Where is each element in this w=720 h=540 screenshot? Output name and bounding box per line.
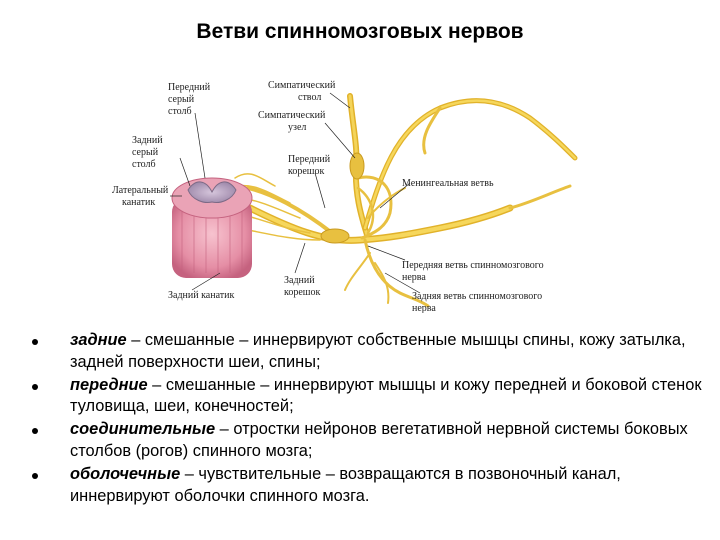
bullet-dot [32,472,38,479]
list-text: – отростки нейронов вегетативной нервной… [70,420,688,460]
list-term: задние [70,331,127,349]
bullet-dot [32,339,38,345]
list-item-posterior: задние – смешанные – иннервируют собстве… [28,330,708,374]
label-posterior-funiculus: Задний канатик [168,290,234,301]
list-text: – смешанные – иннервируют мышцы и кожу п… [70,375,702,416]
list-item-communicating: соединительные – отростки нейронов вегет… [28,419,708,463]
page-title: Ветви спинномозговых нервов [196,20,524,43]
label-posterior-root: Задний корешок [284,275,320,298]
list-item-anterior: передние – смешанные – иннервируют мышцы… [28,375,708,419]
bullet-dot [32,383,38,390]
bullet-dot [32,428,38,435]
list-text: – чувствительные – возвращаются в позвон… [70,464,621,505]
nerve-fibers [234,93,578,308]
label-meningeal-branch: Менингеальная ветвь [402,178,494,189]
list-term: оболочечные [70,464,181,483]
leader-lines [170,92,421,294]
label-sympathetic-trunk: Симпатический ствол [268,80,338,103]
list-text: – смешанные – иннервируют собственные мы… [70,331,686,371]
branch-list: задние – смешанные – иннервируют собстве… [28,330,708,508]
label-anterior-gray-column: Передний серый столб [168,82,213,117]
spinal-nerve-diagram: Передний серый столб Задний серый столб … [112,80,578,313]
label-posterior-gray-column: Задний серый столб [132,135,165,170]
label-posterior-branch: Задняя ветвь спинномозгового нерва [412,291,545,313]
list-term: соединительные [70,420,216,439]
sympathetic-ganglion [349,152,365,180]
spinal-cord [171,177,253,278]
list-term: передние [70,375,148,394]
list-item-meningeal: оболочечные – чувствительные – возвращаю… [28,464,708,508]
label-lateral-funiculus: Латеральный канатик [112,185,171,208]
label-anterior-root: Передний корешок [288,154,333,177]
label-anterior-branch: Передняя ветвь спинномозгового нерва [402,260,546,283]
label-sympathetic-ganglion: Симпатический узел [258,110,328,133]
